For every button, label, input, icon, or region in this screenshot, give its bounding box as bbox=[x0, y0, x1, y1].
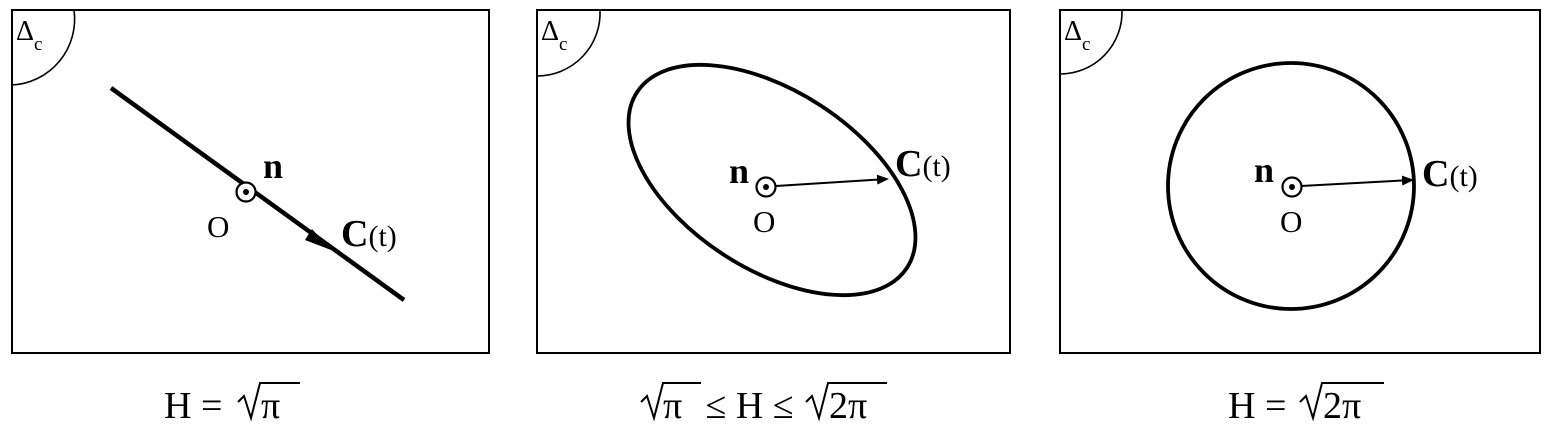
normal-label: n bbox=[729, 151, 749, 191]
region-arc bbox=[536, 9, 601, 77]
origin-label: O bbox=[753, 204, 775, 239]
caption-left: H = bbox=[1228, 385, 1296, 427]
caption-radicand: π bbox=[261, 385, 280, 427]
origin-label: O bbox=[207, 209, 229, 244]
caption: π ≤ H ≤ 2π bbox=[640, 382, 887, 427]
caption-radicand: 2π bbox=[1323, 385, 1361, 427]
panel-frame bbox=[11, 9, 490, 354]
sqrt-sign-2 bbox=[805, 382, 887, 422]
position-vector bbox=[775, 174, 889, 187]
panel-line: Δc n O C(t) H = π bbox=[11, 9, 490, 427]
curve-circle bbox=[1166, 61, 1416, 311]
panel-frame bbox=[1059, 9, 1541, 354]
caption-left: H = bbox=[164, 385, 222, 427]
curve-label: C(t) bbox=[895, 143, 951, 185]
region-label: Δc bbox=[1064, 16, 1090, 55]
normal-vector-dot bbox=[763, 184, 769, 190]
caption-radicand: π bbox=[663, 385, 682, 427]
caption-radicand-2: 2π bbox=[829, 385, 867, 427]
region-label: Δc bbox=[16, 16, 42, 55]
sqrt-sign bbox=[237, 382, 300, 422]
sqrt-sign bbox=[1299, 382, 1384, 422]
normal-vector-dot bbox=[243, 189, 249, 195]
region-arc bbox=[11, 9, 76, 86]
caption: H = π bbox=[164, 382, 300, 427]
curve-line bbox=[109, 86, 406, 302]
sqrt-sign bbox=[640, 382, 701, 422]
position-vector bbox=[1300, 175, 1414, 187]
normal-label: n bbox=[1254, 150, 1274, 190]
curve-ellipse bbox=[626, 62, 918, 298]
origin-label: O bbox=[1280, 204, 1302, 239]
panel-frame bbox=[536, 9, 1011, 354]
panel-circle: Δc n O C(t) H = 2π bbox=[1059, 9, 1541, 427]
curve-label: C(t) bbox=[1422, 153, 1478, 195]
panel-ellipse: Δc n O C(t) π ≤ H ≤ 2π bbox=[536, 9, 1011, 427]
caption: H = 2π bbox=[1228, 382, 1384, 427]
region-arc bbox=[1059, 9, 1123, 75]
normal-label: n bbox=[263, 146, 283, 186]
curve-label: C(t) bbox=[341, 213, 397, 255]
region-label: Δc bbox=[541, 16, 567, 55]
direction-arrowhead bbox=[305, 229, 331, 250]
normal-vector-dot bbox=[1289, 184, 1295, 190]
caption-middle: ≤ H ≤ bbox=[696, 385, 794, 427]
